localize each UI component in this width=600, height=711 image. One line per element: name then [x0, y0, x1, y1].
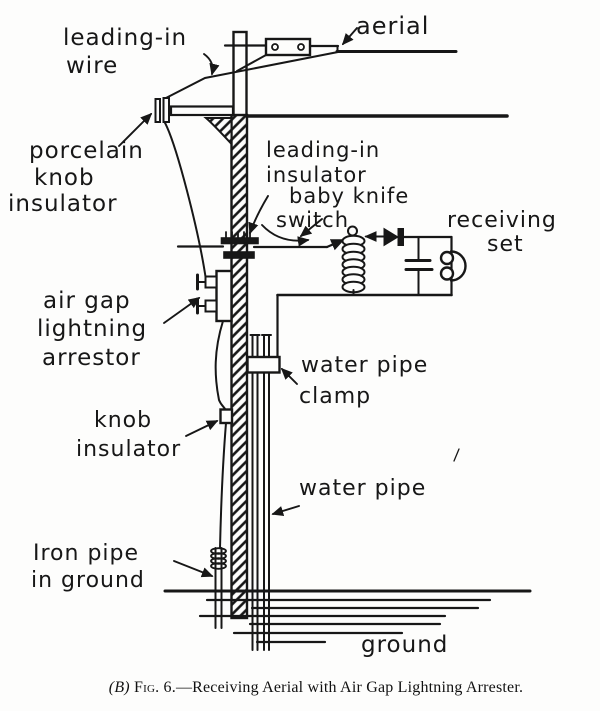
- label-receiving-set-2: set: [487, 232, 524, 257]
- knob-insulator: [219, 408, 234, 425]
- label-arrestor-2: lightning: [37, 316, 148, 342]
- label-arrows: [118, 27, 358, 578]
- figure-caption: (B) Fig. 6.—Receiving Aerial with Air Ga…: [109, 679, 523, 697]
- label-water-pipe-clamp-1: water pipe: [301, 353, 429, 378]
- label-porcelain-1: porcelain: [29, 138, 144, 164]
- stray-mark: [453, 448, 460, 462]
- water-pipe: [249, 334, 272, 651]
- receiving-set-circuit: [276, 225, 467, 359]
- label-baby-knife-switch-2: switch: [276, 208, 350, 232]
- label-water-pipe: water pipe: [299, 476, 427, 501]
- label-arrestor-1: air gap: [43, 288, 131, 314]
- leading-in-wire: [163, 51, 339, 281]
- air-gap-arrester: [196, 269, 233, 323]
- caption-fig-number: Fig. 6.: [134, 679, 176, 696]
- label-porcelain-3: insulator: [8, 191, 118, 217]
- porcelain-knob-insulator: [154, 97, 170, 123]
- label-water-pipe-clamp-2: clamp: [299, 384, 372, 409]
- label-iron-pipe-1: Iron pipe: [33, 541, 140, 566]
- label-leading-in-insulator-2: insulator: [266, 163, 367, 187]
- iron-pipe: [210, 547, 227, 629]
- tuning-coil: [341, 225, 366, 296]
- capacitor: [404, 236, 434, 296]
- phones: [439, 250, 467, 282]
- ground-hatching: [163, 589, 532, 644]
- through-wall-wire: [176, 238, 345, 251]
- label-knob-insulator-1: knob: [94, 408, 153, 433]
- label-ground: ground: [361, 632, 449, 658]
- label-porcelain-2: knob: [34, 165, 95, 191]
- label-knob-insulator-2: insulator: [76, 437, 182, 462]
- label-receiving-set-1: receiving: [447, 208, 557, 233]
- label-iron-pipe-2: in ground: [31, 568, 145, 593]
- label-aerial: aerial: [356, 12, 430, 40]
- crystal-detector: [383, 227, 404, 247]
- water-pipe-clamp: [246, 355, 281, 374]
- label-leading-in-wire-1: leading-in: [63, 25, 188, 51]
- label-baby-knife-switch-1: baby knife: [289, 184, 410, 208]
- caption-title: —Receiving Aerial with Air Gap Lightning…: [175, 679, 524, 696]
- ground-wire: [214, 320, 227, 549]
- label-arrestor-3: arrestor: [42, 345, 141, 371]
- label-leading-in-wire-2: wire: [66, 53, 119, 79]
- aerial-assembly: [223, 37, 458, 72]
- label-leading-in-insulator-1: leading-in: [266, 138, 381, 162]
- caption-part: (B): [108, 679, 130, 696]
